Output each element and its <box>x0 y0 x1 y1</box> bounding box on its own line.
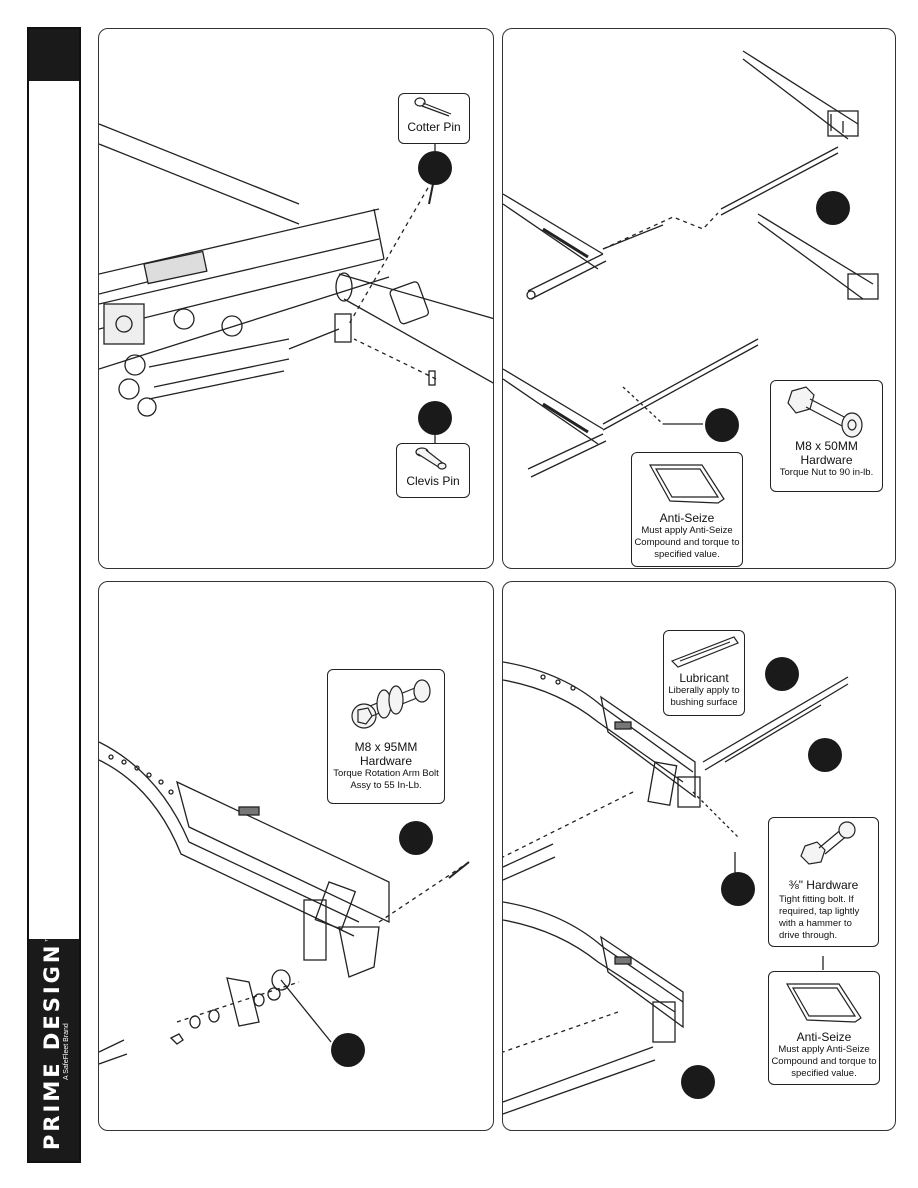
anti-seize-tube-icon <box>785 983 862 1023</box>
m8-50mm-title: M8 x 50MM Hardware <box>795 439 858 467</box>
assembly-illustration-1 <box>99 123 493 443</box>
brand-logo: PRIME DESIGN™ <box>40 931 64 1150</box>
sidebar-top-block <box>29 29 79 81</box>
m8-95mm-desc: Torque Rotation Arm Bolt Assy to 55 In-L… <box>333 768 439 791</box>
panel-m8-95mm: M8 x 95MM Hardware Torque Rotation Arm B… <box>98 581 494 1131</box>
anti-seize-title-2: Anti-Seize <box>796 1030 852 1044</box>
m8-95mm-hardware-callout: M8 x 95MM Hardware Torque Rotation Arm B… <box>327 669 445 804</box>
hex-bolt-icon <box>786 386 863 438</box>
step-marker <box>418 401 452 435</box>
step-marker <box>331 1033 365 1067</box>
m8-50mm-desc: Torque Nut to 90 in-lb. <box>779 467 874 478</box>
step-marker <box>765 657 799 691</box>
clevis-pin-callout: Clevis Pin <box>396 443 470 498</box>
brand-tagline: A SafeFleet Brand <box>63 1023 70 1080</box>
step-marker <box>816 191 850 225</box>
sidebar-brand-block <box>29 939 79 1161</box>
step-marker <box>808 738 842 772</box>
anti-seize-callout-2: Anti-Seize Must apply Anti-Seize Compoun… <box>768 971 880 1085</box>
clevis-pin-title: Clevis Pin <box>406 474 460 488</box>
cotter-pin-icon <box>414 97 452 117</box>
anti-seize-tube-icon <box>648 464 725 504</box>
cotter-pin-callout: Cotter Pin <box>398 93 470 144</box>
lubricant-tube-icon <box>670 636 739 668</box>
anti-seize-desc-2: Must apply Anti-Seize Compound and torqu… <box>771 1044 877 1079</box>
lubricant-callout: Lubricant Liberally apply to bushing sur… <box>663 630 745 716</box>
assembly-illustration-2 <box>503 50 879 478</box>
panel-3-8-hardware: Lubricant Liberally apply to bushing sur… <box>502 581 896 1131</box>
m8-95mm-title: M8 x 95MM Hardware <box>354 740 418 768</box>
assembly-illustration-4 <box>503 661 849 1115</box>
three-eighths-title: ⅜" Hardware <box>788 878 859 892</box>
bolt-with-washers-icon <box>351 679 431 729</box>
cotter-pin-title: Cotter Pin <box>407 120 461 134</box>
step-marker <box>418 151 452 185</box>
lubricant-desc: Liberally apply to bushing surface <box>668 685 740 708</box>
three-eighths-hardware-callout: ⅜" Hardware Tight fitting bolt. If requi… <box>768 817 879 947</box>
step-marker <box>681 1065 715 1099</box>
step-marker <box>705 408 739 442</box>
step-marker <box>399 821 433 855</box>
assembly-illustration-3 <box>99 741 470 1065</box>
panel-cotter-clevis: Cotter Pin Clevis Pin <box>98 28 494 569</box>
three-eighths-desc: Tight fitting bolt. If required, tap lig… <box>779 894 860 941</box>
m8-50mm-hardware-callout: M8 x 50MM Hardware Torque Nut to 90 in-l… <box>770 380 883 492</box>
hex-bolt-icon <box>799 821 856 865</box>
step-marker <box>721 872 755 906</box>
lubricant-title: Lubricant <box>679 671 729 685</box>
sidebar <box>27 27 81 1163</box>
clevis-pin-icon <box>415 447 447 470</box>
anti-seize-desc: Must apply Anti-Seize Compound and torqu… <box>634 525 740 560</box>
anti-seize-callout: Anti-Seize Must apply Anti-Seize Compoun… <box>631 452 743 567</box>
anti-seize-title: Anti-Seize <box>659 511 715 525</box>
panel-m8-50mm: M8 x 50MM Hardware Torque Nut to 90 in-l… <box>502 28 896 569</box>
